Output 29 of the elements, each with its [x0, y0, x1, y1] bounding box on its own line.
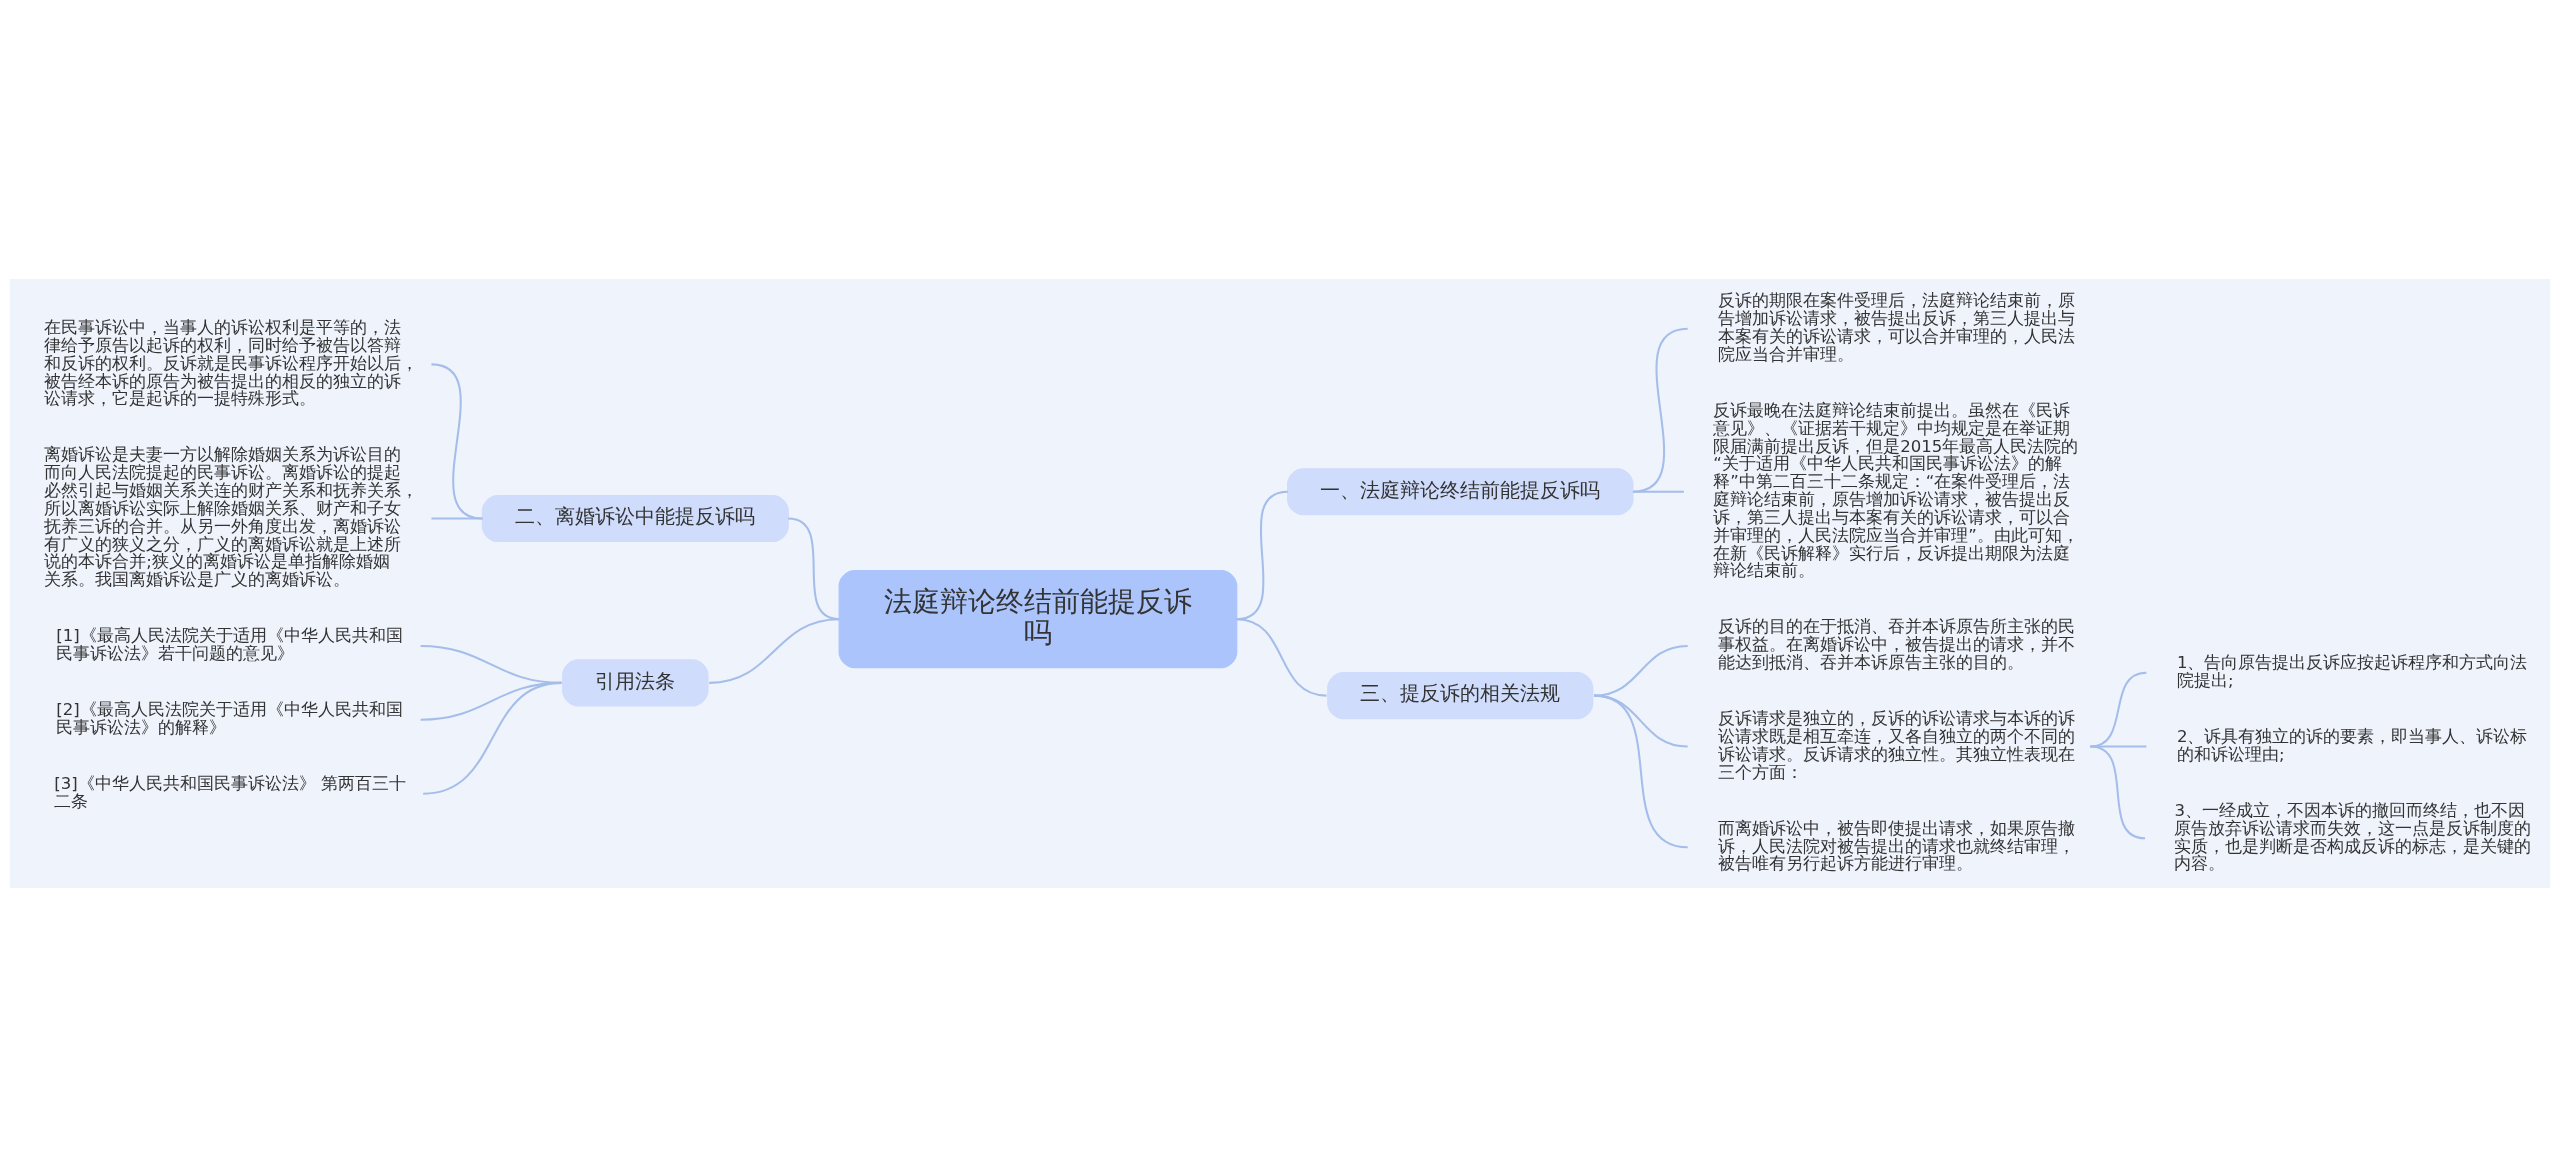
connector [423, 681, 562, 795]
node-text: [1]《最高人民法院关于适用《中华人民共和国民事诉讼法》若干问题的意见》 [56, 625, 403, 663]
node-text: 反诉的目的在于抵消、吞并本诉原告所主张的民事权益。在离婚诉讼中，被告提出的请求，并不能达到抵消、吞并本诉原告主张的目的。 [1718, 616, 2076, 672]
connector [2090, 745, 2146, 839]
node-text: 反诉的期限在案件受理后，法庭辩论结束前，原告增加诉讼请求，被告提出反诉，第三人提出与本案有关的诉讼请求，可以合并审理的，人民法院应当合并审理。 [1718, 290, 2076, 364]
node-box: 二、离婚诉讼中能提反诉吗 [481, 494, 789, 542]
connector [1236, 617, 1327, 697]
node-box: 引用法条 [562, 658, 709, 706]
connector [1632, 327, 1688, 493]
connector [1593, 694, 1688, 848]
node-box: 法庭辩论终结前能提反诉吗 [838, 569, 1238, 668]
connector [2090, 671, 2147, 748]
connector [1593, 644, 1688, 697]
connector [431, 517, 483, 520]
node-box: 一、法庭辩论终结前能提反诉吗 [1287, 467, 1634, 515]
node-text: 3、一经成立，不因本诉的撤回而终结，也不因原告放弃诉讼请求而失效，这一点是反诉制度的实质，也是判断是否构成反诉的标志，是关键的内容。 [2174, 800, 2532, 873]
node-text: 在民事诉讼中，当事人的诉讼权利是平等的，法律给予原告以起诉的权利，同时给予被告以答辩和反诉的权利。反诉就是民事诉讼程序开始以后，被告经本诉的原告为被告提出的相反的独立的诉讼请求，它是起诉的一提特殊形式。 [44, 317, 419, 408]
connector [431, 362, 483, 519]
node-text: 而离婚诉讼中，被告即使提出请求，如果原告撤诉，人民法院对被告提出的请求也就终结审理，被告唯有另行起诉方能进行审理。 [1718, 818, 2076, 873]
node-text: 1、告向原告提出反诉应按起诉程序和方式向法院提出; [2176, 652, 2528, 690]
connector [1632, 490, 1684, 493]
node-text: 反诉请求是独立的，反诉的诉讼请求与本诉的诉讼请求既是相互牵连，又各自独立的两个不同的诉讼请求。反诉请求的独立性。其独立性表现在三个方面： [1718, 708, 2076, 782]
node-text: 反诉最晚在法庭辩论结束前提出。虽然在《民诉意见》、《证据若干规定》中均规定是在举证期限届满前提出反诉，但是2015年最高人民法院的“关于适用《中华人民共和国民事诉讼法》的解释”中第二百三十二条规定：“在案件受理后，法庭辩论结束前，原告增加诉讼请求，被告提出反诉，第三人提出与本案有关的诉讼请求，可以合并审理的，人民法院应当合并审理”。由此可知，在新《民诉解释》实行后，反诉提出期限为法庭辩论结束前。 [1713, 400, 2079, 580]
node-text: [3]《中华人民共和国民事诉讼法》 第两百三十二条 [54, 773, 407, 811]
node-text: [2]《最高人民法院关于适用《中华人民共和国民事诉讼法》的解释》 [56, 699, 403, 737]
connector [709, 617, 840, 684]
node-text: 离婚诉讼是夫妻一方以解除婚姻关系为诉讼目的而向人民法院提起的民事诉讼。离婚诉讼的提起必然引起与婚姻关系关连的财产关系和抚养关系，所以离婚诉讼实际上解除婚姻关系、财产和子女抚养三诉的合并。从另一外角度出发，离婚诉讼有广义的狭义之分，广义的离婚诉讼就是上述所说的本诉合并;狭义的离婚诉讼是单指解除婚姻关系。我国离婚诉讼是广义的离婚诉讼。 [44, 444, 419, 589]
node-box: 三、提反诉的相关法规 [1327, 671, 1594, 719]
node-text: 2、诉具有独立的诉的要素，即当事人、诉讼标的和诉讼理由; [2176, 726, 2528, 764]
